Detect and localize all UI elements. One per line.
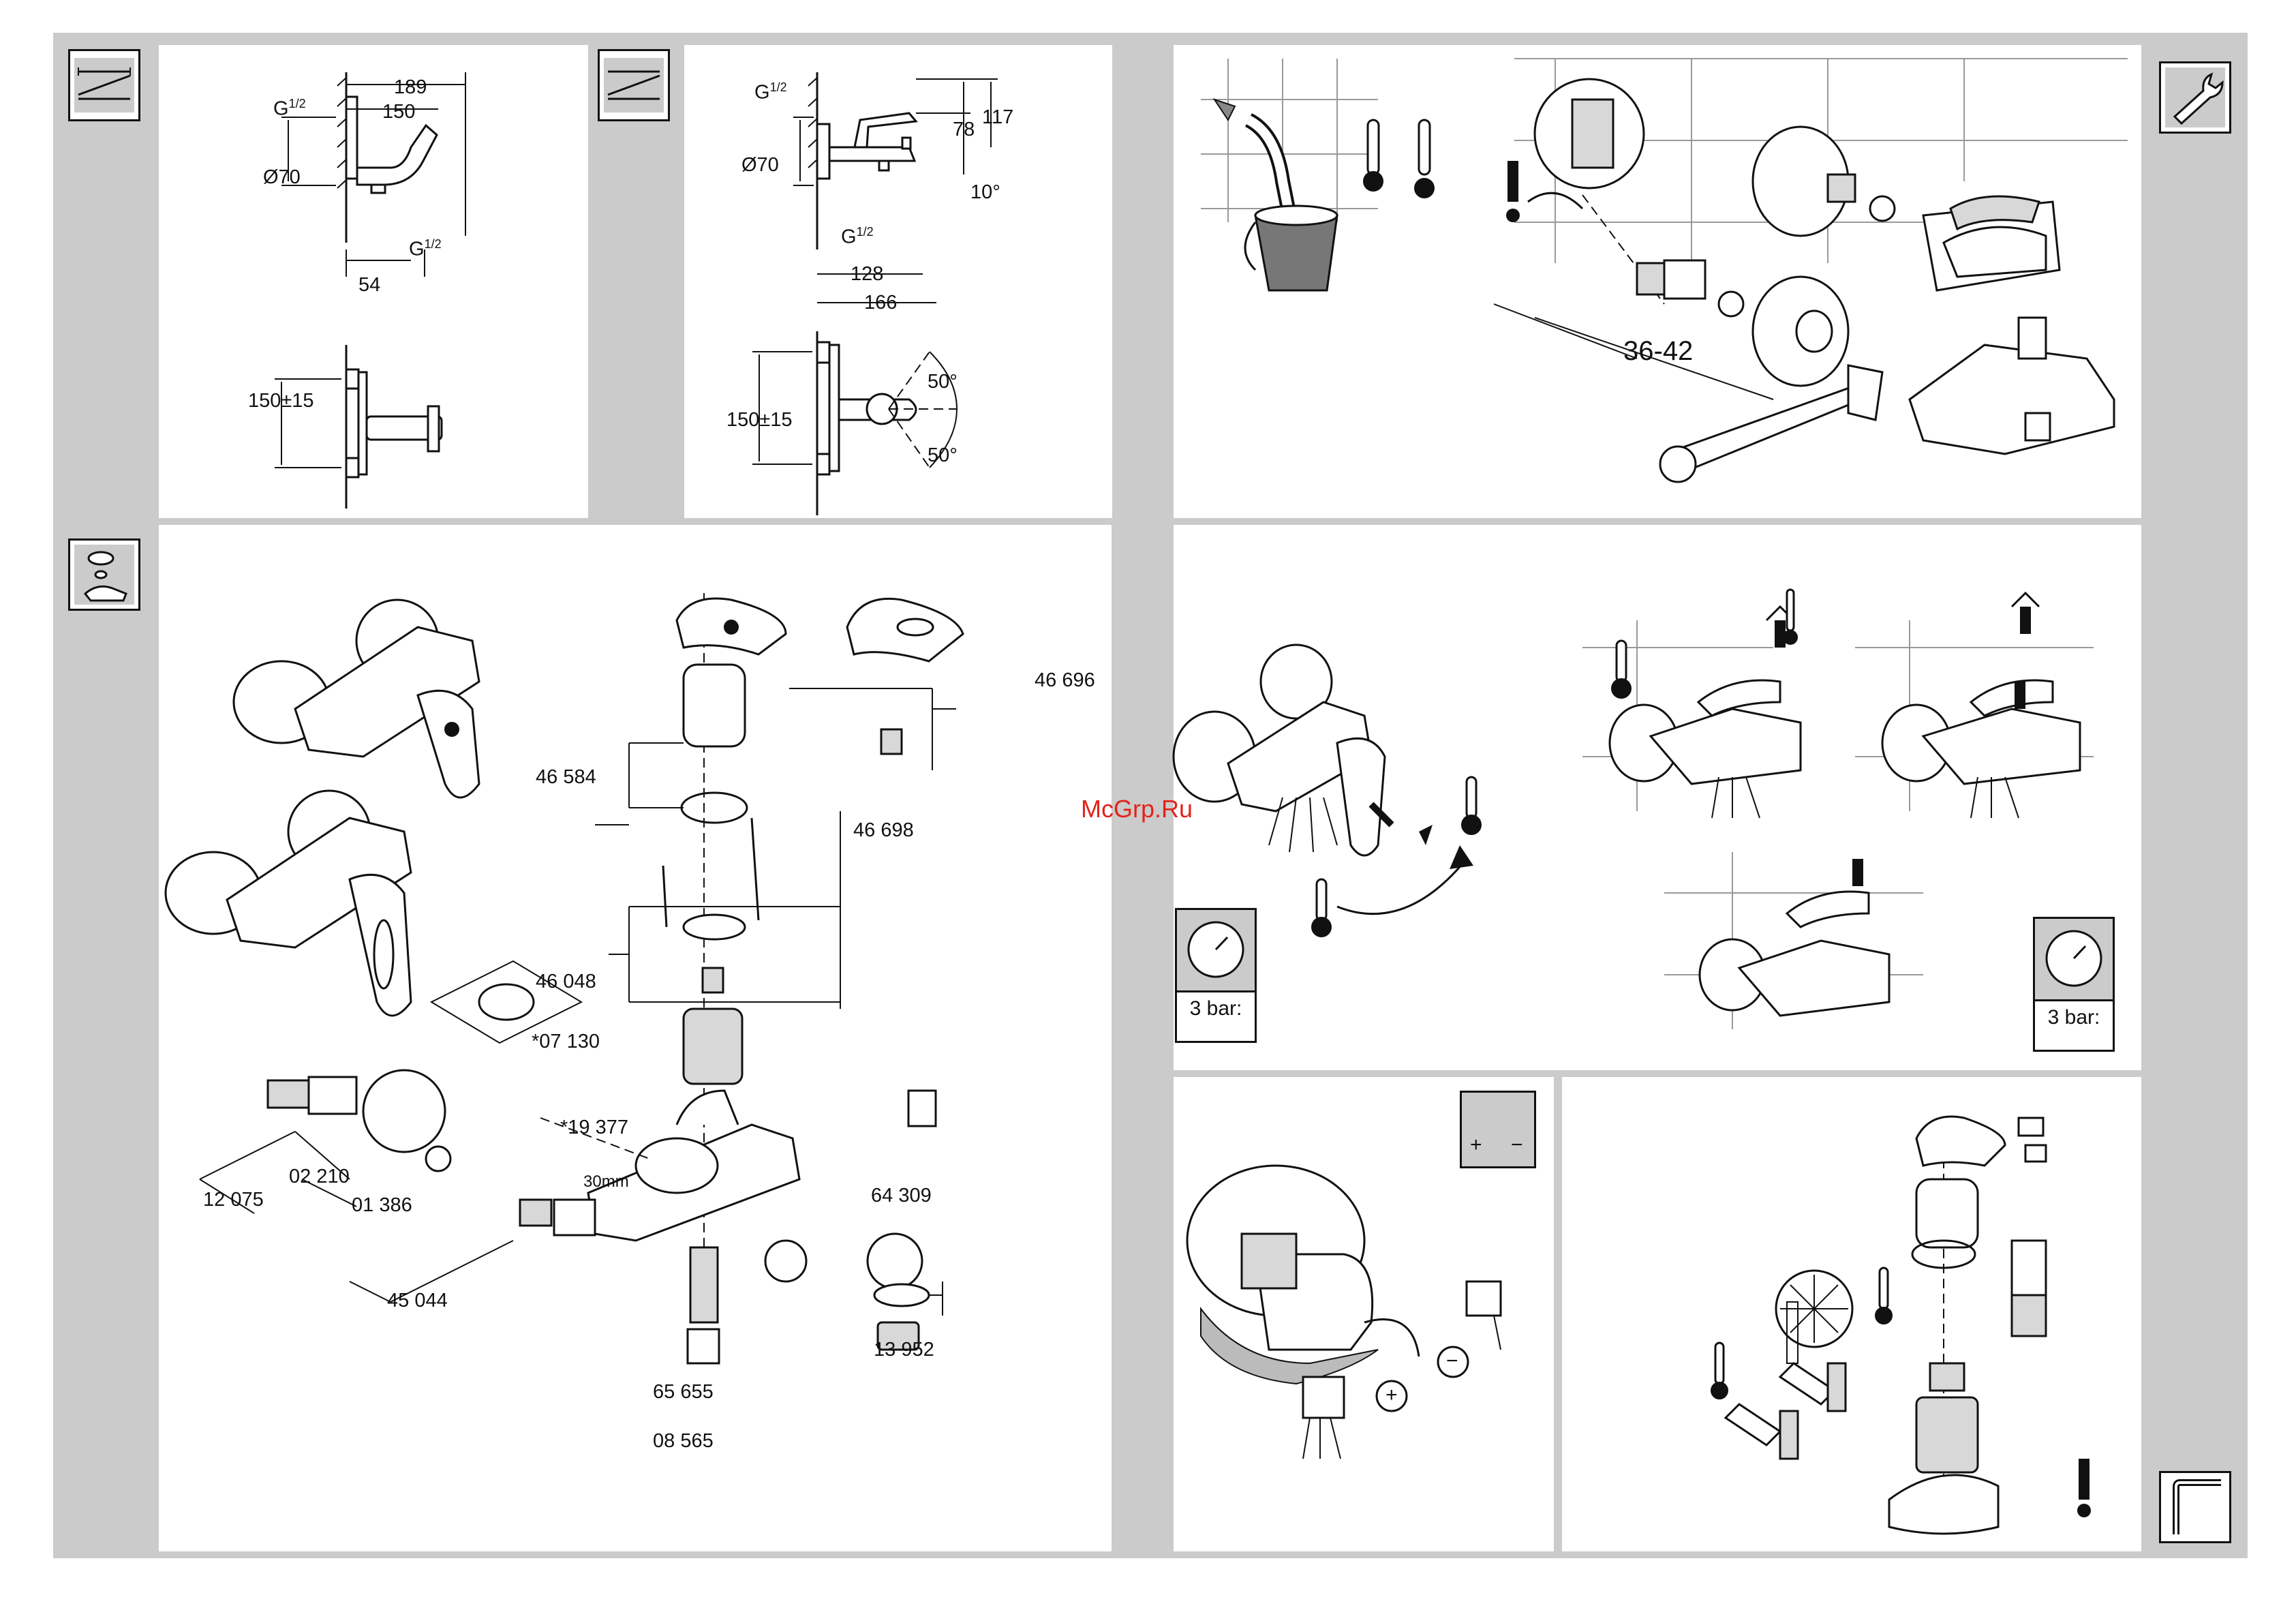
bath-angle-up: 50° bbox=[928, 371, 958, 393]
operation-drawing bbox=[1174, 525, 2141, 1070]
part-19377: *19 377 bbox=[560, 1117, 628, 1139]
bath-d128: 128 bbox=[851, 263, 883, 286]
shower-spacing: 150±15 bbox=[248, 390, 314, 412]
part-02210: 02 210 bbox=[289, 1166, 350, 1188]
flow-plus-symbol: + bbox=[1386, 1384, 1398, 1407]
shower-d54: 54 bbox=[358, 274, 380, 297]
shower-dia: Ø70 bbox=[263, 166, 301, 189]
pressure-gauge-left: 3 bar: bbox=[1175, 908, 1257, 1043]
part-46696: 46 696 bbox=[1035, 669, 1095, 692]
part-45044: 45 044 bbox=[387, 1290, 448, 1312]
part-46698: 46 698 bbox=[853, 819, 914, 842]
part-01386: 01 386 bbox=[352, 1194, 412, 1217]
dimensions-icon-2 bbox=[598, 49, 670, 121]
dimensions-icon bbox=[68, 49, 140, 121]
pressure-gauge-right: 3 bar: bbox=[2033, 917, 2115, 1052]
wrench-icon bbox=[2159, 61, 2231, 134]
part-12075: 12 075 bbox=[203, 1189, 264, 1211]
cartridge-replacement-drawing bbox=[1562, 1077, 2141, 1551]
flow-minus-symbol: − bbox=[1446, 1350, 1458, 1373]
flow-limiter-drawing bbox=[1174, 1077, 1554, 1551]
part-64309: 64 309 bbox=[871, 1185, 932, 1207]
shower-thread-top: G1/2 bbox=[273, 97, 306, 121]
bath-d117: 117 bbox=[982, 106, 1013, 129]
bath-thread-top: G1/2 bbox=[754, 80, 787, 104]
bath-thread-bot: G1/2 bbox=[841, 225, 874, 249]
spare-parts-icon bbox=[68, 539, 140, 611]
part-46584: 46 584 bbox=[536, 766, 596, 789]
part-30mm: 30mm bbox=[583, 1172, 629, 1192]
bath-d78: 78 bbox=[953, 119, 975, 141]
shower-d150: 150 bbox=[382, 101, 415, 123]
bath-spacing: 150±15 bbox=[726, 409, 793, 431]
wrench-size-label: 36-42 bbox=[1623, 336, 1693, 367]
allen-key-icon bbox=[2159, 1471, 2231, 1543]
shower-thread-bot: G1/2 bbox=[409, 237, 442, 261]
part-13952: 13 952 bbox=[874, 1339, 934, 1361]
installation-drawing bbox=[1174, 45, 2141, 518]
part-07130: *07 130 bbox=[532, 1031, 600, 1053]
bath-d166: 166 bbox=[864, 292, 897, 314]
shower-d189: 189 bbox=[394, 76, 427, 99]
part-65655: 65 655 bbox=[653, 1381, 714, 1404]
part-46048: 46 048 bbox=[536, 971, 596, 993]
bath-dia: Ø70 bbox=[741, 154, 779, 177]
bath-angle10: 10° bbox=[970, 181, 1000, 204]
bath-dimension-drawing bbox=[684, 45, 1112, 518]
bath-angle-down: 50° bbox=[928, 444, 958, 467]
part-08565: 08 565 bbox=[653, 1430, 714, 1453]
spare-parts-drawing bbox=[159, 525, 1112, 1551]
